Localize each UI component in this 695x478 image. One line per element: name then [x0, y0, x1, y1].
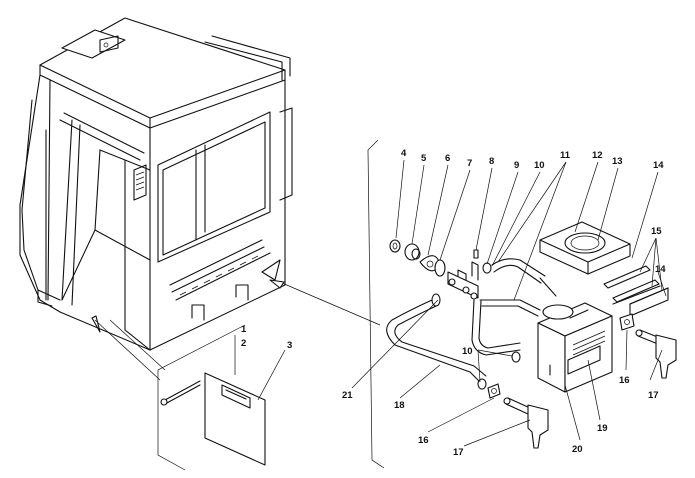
callout-labels: 1 2 3 4 5 6 7 8 9 10 11 12 13 14 15 14 1… — [241, 148, 666, 458]
part-16-17-fitting-right — [619, 313, 677, 379]
cover-plate-detail — [157, 324, 286, 471]
part-18-pipe — [386, 293, 487, 390]
callout-8: 8 — [489, 156, 494, 167]
callout-2: 2 — [241, 338, 246, 349]
operator-cab — [19, 17, 293, 351]
callout-11: 11 — [560, 150, 571, 161]
callout-12: 12 — [592, 150, 603, 161]
callout-leaders — [351, 159, 667, 447]
part-4-nut — [389, 239, 401, 253]
callout-18: 18 — [394, 400, 405, 411]
callout-16b: 16 — [418, 435, 429, 446]
callout-10a: 10 — [534, 160, 545, 171]
callout-19: 19 — [597, 423, 608, 434]
part-10-clamp-lower — [511, 351, 521, 363]
heater-assembly — [351, 139, 677, 469]
callout-15: 15 — [651, 226, 662, 237]
callout-3: 3 — [287, 340, 292, 351]
part-19-20-heater-core — [537, 302, 613, 393]
part-12-13-filter — [539, 221, 631, 275]
callout-4: 4 — [401, 148, 407, 159]
callout-6: 6 — [445, 153, 450, 164]
part-valve-body — [447, 249, 479, 300]
callout-17b: 17 — [453, 447, 464, 458]
callout-16a: 16 — [619, 375, 630, 386]
callout-10b: 10 — [462, 346, 473, 357]
part-10-clamp-upper — [482, 262, 492, 274]
callout-17a: 17 — [648, 390, 659, 401]
part-14-15-bars — [603, 265, 669, 317]
part-11-pipe-loop — [471, 258, 557, 356]
view-line-heater — [269, 279, 381, 326]
part-16-17-fitting-lower — [487, 383, 549, 449]
callout-14b: 14 — [655, 264, 666, 275]
view-arrow-cab — [91, 315, 166, 381]
callout-14a: 14 — [653, 160, 664, 171]
callout-13: 13 — [612, 156, 623, 167]
callout-5: 5 — [421, 153, 427, 164]
callout-9: 9 — [514, 160, 519, 171]
callout-21: 21 — [342, 390, 353, 401]
callout-7: 7 — [467, 158, 472, 169]
callout-1: 1 — [241, 324, 247, 335]
part-5-sleeve — [404, 243, 421, 261]
part-7-gasket — [434, 259, 446, 277]
callout-20: 20 — [572, 444, 583, 455]
